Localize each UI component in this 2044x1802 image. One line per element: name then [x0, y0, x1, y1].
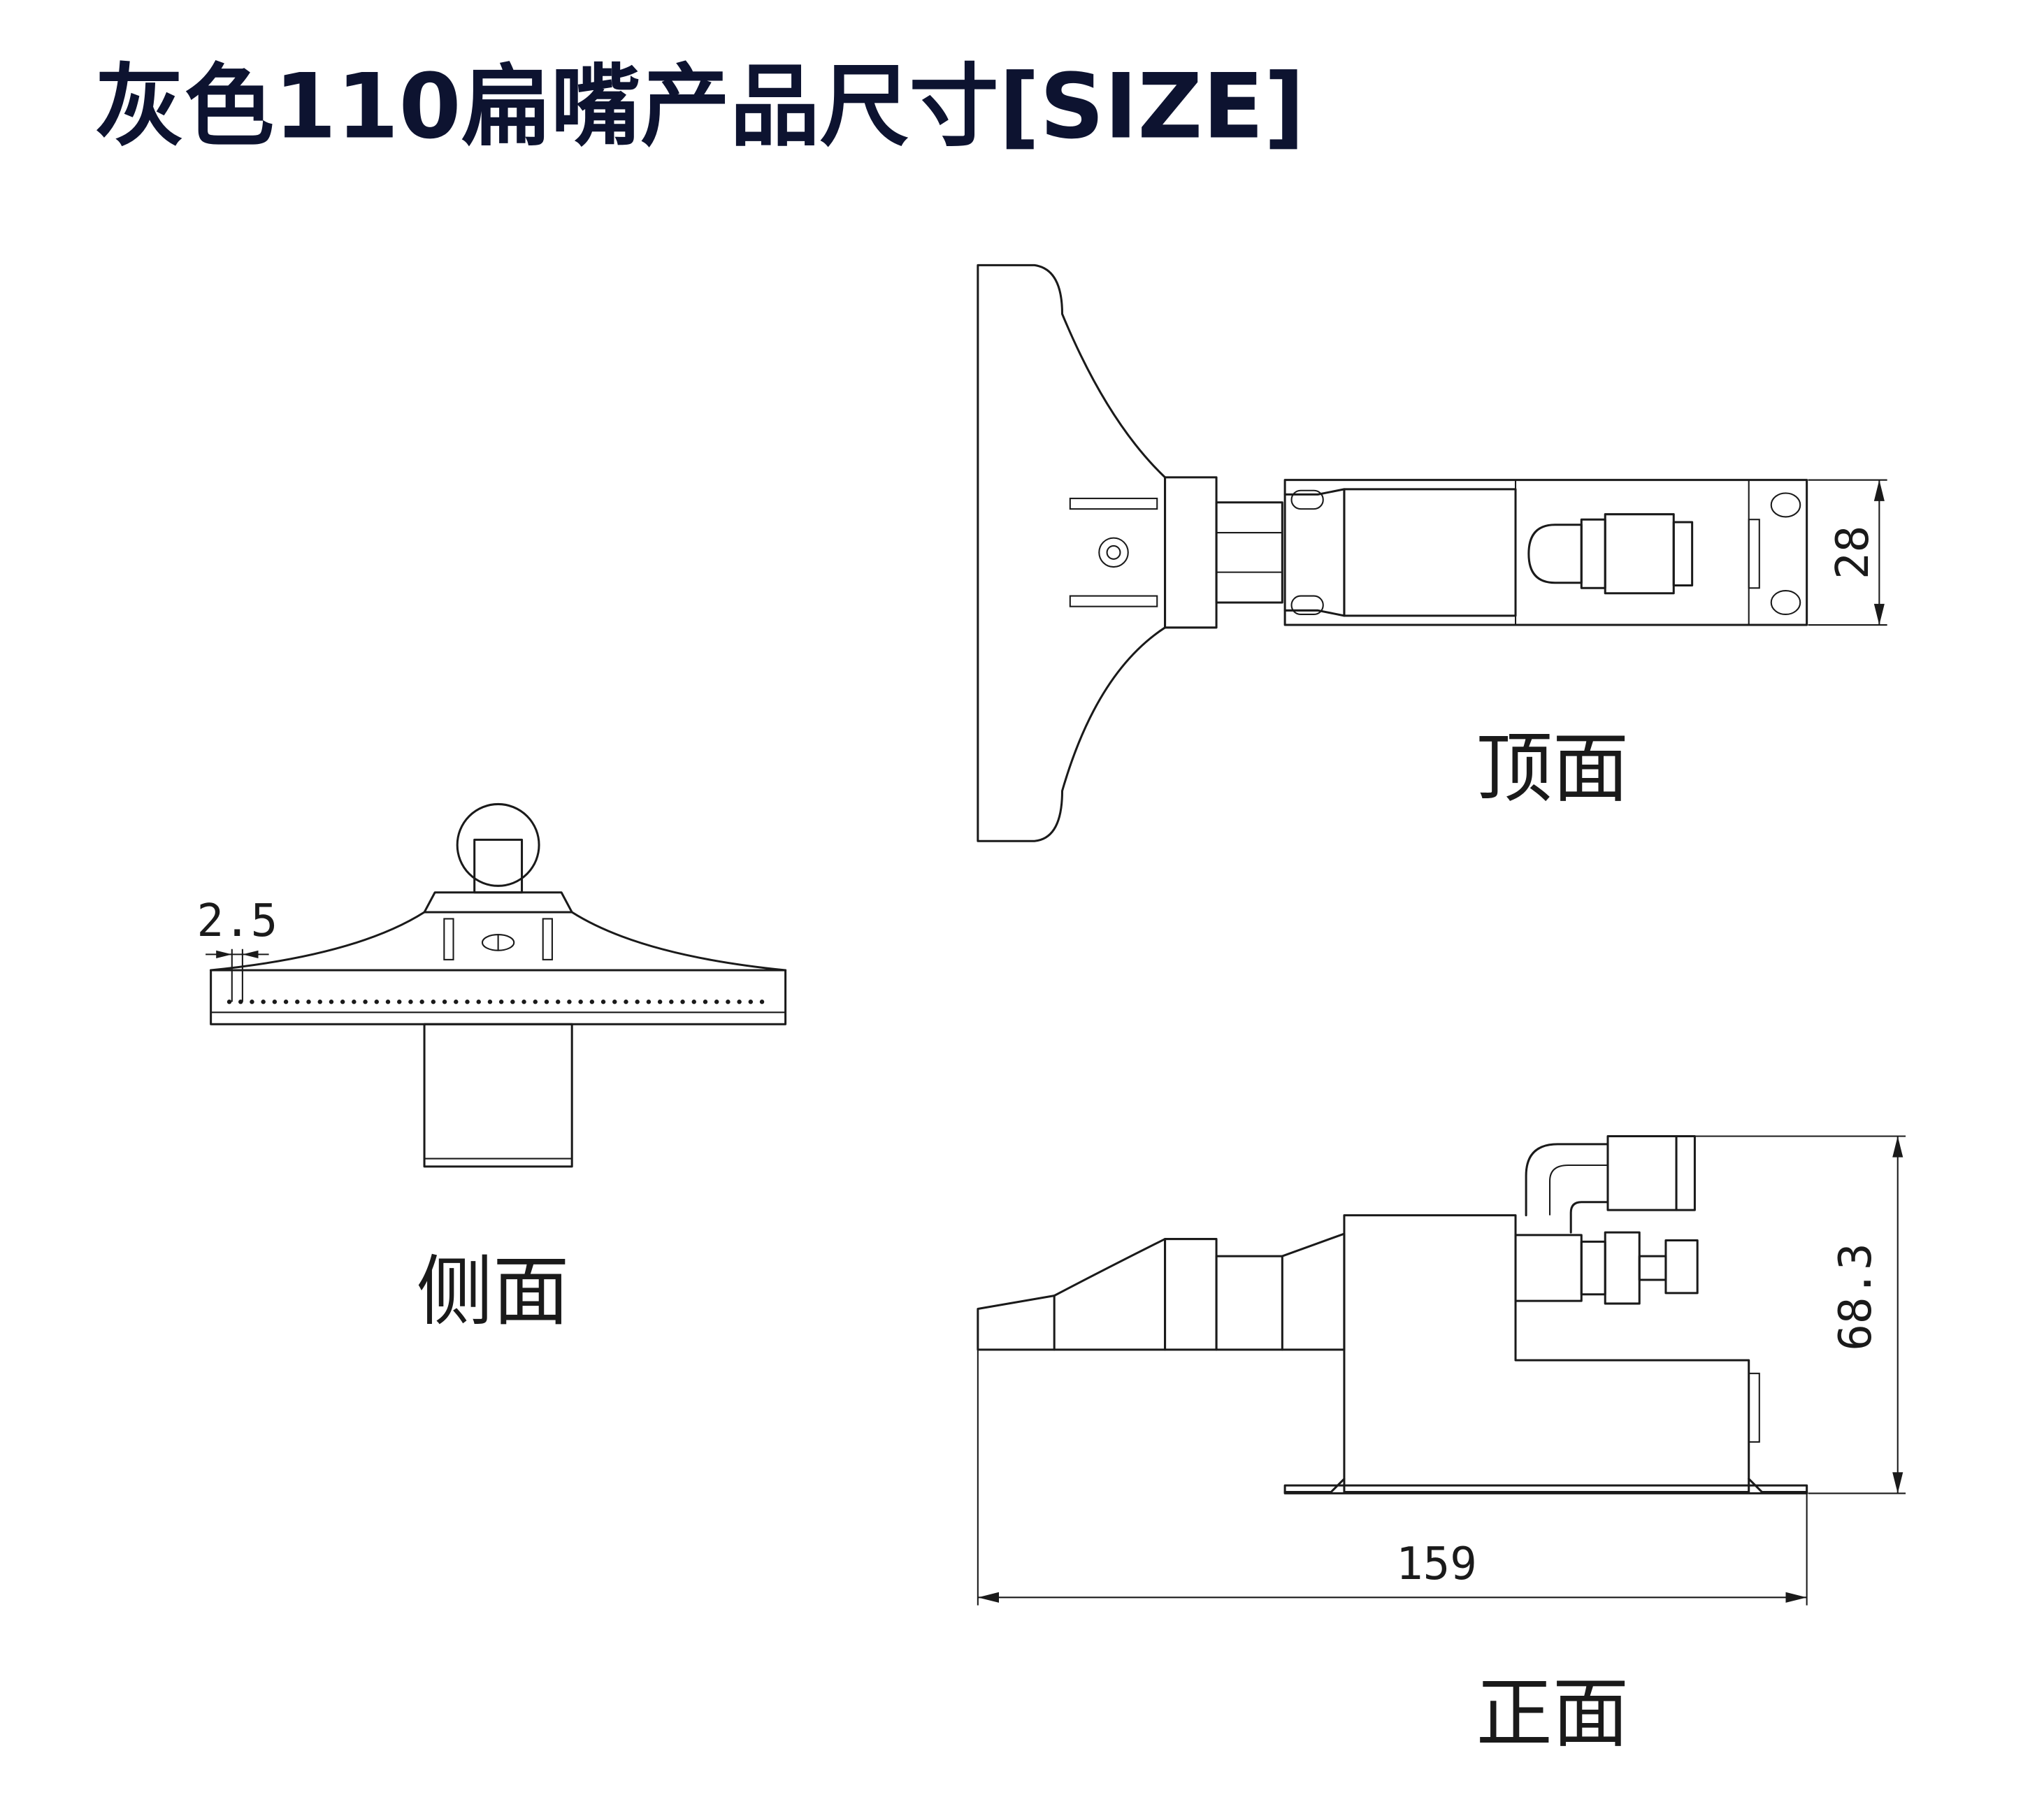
slot-dot	[419, 1000, 424, 1004]
slot-dot	[431, 1000, 436, 1004]
slot-dot	[261, 1000, 266, 1004]
page-title: 灰色110扁嘴产品尺寸[SIZE]	[95, 55, 1305, 159]
slot-dot	[329, 1000, 334, 1004]
top-view-body	[1283, 479, 1808, 626]
slot-dot	[510, 1000, 515, 1004]
slot-dot	[624, 1000, 628, 1004]
front-view-side-port	[1514, 1234, 1583, 1302]
front-view-nozzle-tip	[977, 1295, 1056, 1351]
slot-dot	[487, 1000, 493, 1004]
front-view-length-dimension: 159	[1396, 1538, 1477, 1590]
slot-dot	[374, 1000, 380, 1004]
side-view-slot-row	[226, 1000, 765, 1004]
top-view-mount-hole	[1770, 492, 1801, 518]
slot-dot	[283, 1000, 289, 1004]
slot-dot	[578, 1000, 583, 1004]
top-view-nozzle-fan	[977, 264, 1167, 842]
slot-dot	[726, 1000, 730, 1004]
slot-dot	[408, 1000, 413, 1004]
top-view-housing	[1343, 488, 1517, 617]
top-view-connector	[1164, 476, 1218, 629]
front-view-housing	[1343, 1214, 1750, 1494]
top-view-width-dimension: 28	[1827, 526, 1879, 579]
slot-dot	[465, 1000, 470, 1004]
slot-dot	[544, 1000, 549, 1004]
slot-dot	[635, 1000, 640, 1004]
slot-dot	[691, 1000, 696, 1004]
top-view-slot-upper	[1069, 498, 1158, 510]
top-view-hole	[1098, 537, 1129, 568]
slot-dot	[226, 1000, 232, 1004]
slot-dot	[295, 1000, 300, 1004]
slot-dot	[476, 1000, 481, 1004]
slot-dot	[600, 1000, 606, 1004]
slot-dot	[397, 1000, 402, 1004]
slot-dot	[533, 1000, 538, 1004]
side-view-label: 侧面	[417, 1248, 570, 1336]
slot-dot	[657, 1000, 663, 1004]
slot-dot	[250, 1000, 254, 1004]
slot-dot	[737, 1000, 742, 1004]
slot-dot	[714, 1000, 719, 1004]
slot-dot	[363, 1000, 368, 1004]
slot-dot	[498, 1000, 504, 1004]
front-view-label: 正面	[1476, 1669, 1629, 1758]
slot-dot	[272, 1000, 278, 1004]
side-view-wings	[210, 911, 787, 972]
top-view: 28	[977, 264, 1887, 842]
front-view-push-fitting	[1606, 1135, 1678, 1211]
slot-dot	[612, 1000, 617, 1004]
slot-dot	[669, 1000, 674, 1004]
side-view: 2.5	[196, 802, 787, 1168]
side-view-swivel-ring	[456, 802, 540, 887]
front-view-adjust-knob	[1664, 1239, 1699, 1295]
top-view-slot-lower	[1069, 595, 1158, 607]
slot-dot	[748, 1000, 754, 1004]
slot-dot	[317, 1000, 322, 1004]
slot-dot	[306, 1000, 311, 1004]
top-view-push-fitting	[1604, 513, 1675, 595]
front-view: 68.3 159	[977, 1135, 1906, 1606]
slot-dot	[385, 1000, 391, 1004]
top-view-elbow	[1527, 524, 1583, 584]
slot-dot	[759, 1000, 765, 1004]
top-view-label: 顶面	[1476, 724, 1629, 813]
slot-dot	[521, 1000, 526, 1004]
slot-dot	[567, 1000, 572, 1004]
slot-dot	[589, 1000, 595, 1004]
slot-dot	[646, 1000, 652, 1004]
front-view-elbow	[1525, 1143, 1609, 1234]
slot-dot	[352, 1000, 357, 1004]
top-view-neck	[1215, 501, 1283, 604]
front-view-base-plate	[1283, 1484, 1808, 1494]
side-view-pitch-dimension: 2.5	[196, 895, 278, 947]
side-view-body	[423, 1023, 573, 1168]
side-view-hub	[423, 891, 573, 914]
front-view-height-dimension: 68.3	[1830, 1243, 1882, 1350]
slot-dot	[556, 1000, 561, 1004]
side-view-nozzle-bar	[210, 969, 787, 1025]
slot-dot	[454, 1000, 459, 1004]
slot-dot	[442, 1000, 447, 1004]
slot-dot	[340, 1000, 345, 1004]
slot-dot	[680, 1000, 685, 1004]
slot-dot	[703, 1000, 708, 1004]
front-view-connector	[1164, 1238, 1218, 1351]
